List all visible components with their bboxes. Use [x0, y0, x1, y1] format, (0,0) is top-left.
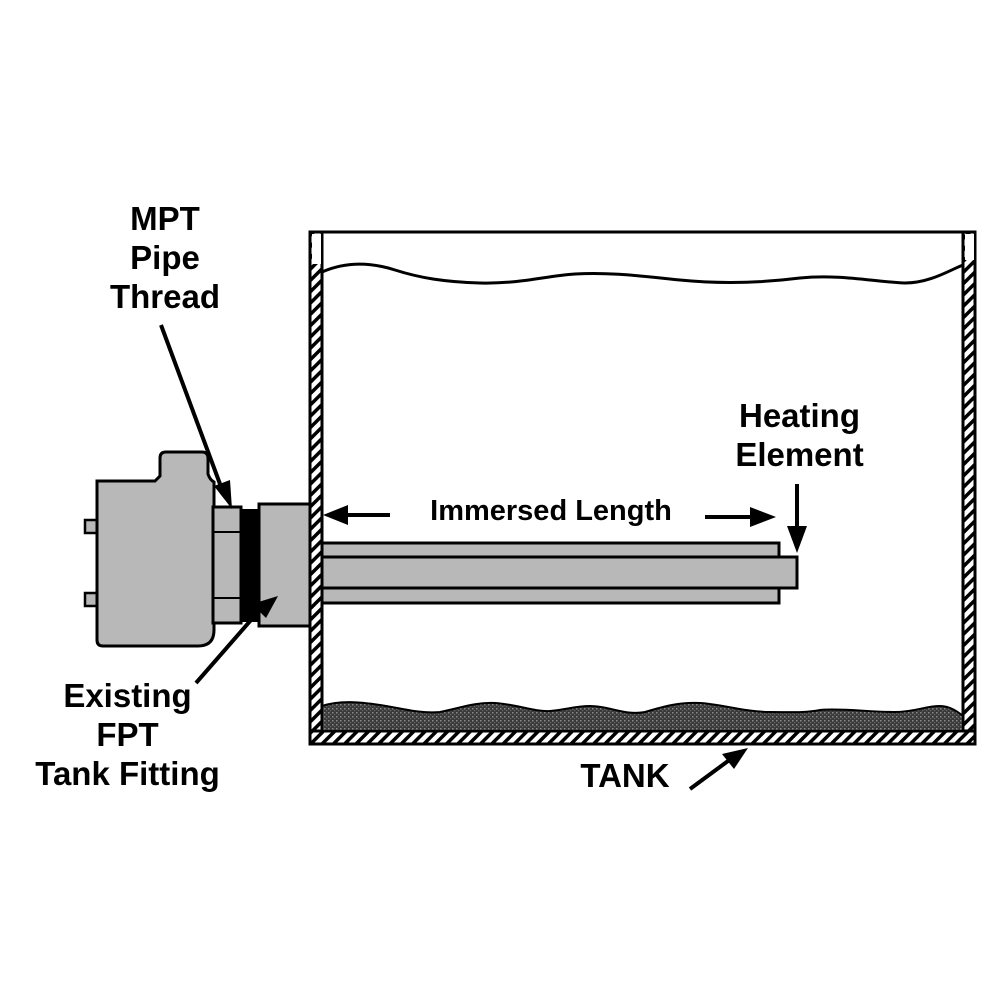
arrow-left-head — [323, 505, 348, 525]
mpt-pointer — [159, 324, 232, 509]
tank-outline — [308, 230, 977, 746]
hex-bushing — [211, 505, 243, 625]
tank-pointer — [688, 748, 748, 791]
tank-right-wall — [961, 230, 977, 746]
immersed-length-text: Immersed Length — [430, 495, 672, 527]
element-tube-middle — [320, 555, 799, 590]
heating-element-pointer — [787, 484, 807, 553]
tank-bottom-wall — [308, 729, 977, 746]
existing-fpt-fitting-label: Existing FPT Tank Fitting — [5, 677, 250, 794]
mpt-line-3: Thread — [109, 277, 221, 315]
existing-line-3: Tank Fitting — [35, 754, 220, 792]
liquid-surface — [321, 262, 964, 285]
heating-element-label: Heating Element — [712, 397, 887, 475]
arrow-right-head — [750, 507, 776, 527]
tank-label: TANK — [565, 757, 685, 796]
mpt-line-2: Pipe — [130, 238, 200, 276]
terminal-enclosure — [95, 450, 216, 648]
existing-line-2: FPT — [96, 715, 159, 753]
fpt-pointer — [194, 596, 278, 685]
mpt-pipe-thread-label: MPT Pipe Thread — [80, 200, 250, 317]
heating-line-1: Heating — [738, 397, 860, 434]
tank-fitting — [257, 502, 312, 628]
heater-head — [83, 450, 312, 648]
tank-text: TANK — [580, 757, 670, 794]
tank-left-wall — [308, 230, 324, 746]
thread-band — [241, 509, 259, 622]
immersed-length-label: Immersed Length — [405, 494, 697, 528]
sediment — [321, 701, 964, 732]
mpt-line-1: MPT — [130, 200, 200, 237]
existing-line-1: Existing — [63, 677, 192, 714]
heating-line-2: Element — [735, 435, 864, 473]
heating-element — [320, 541, 799, 605]
tank — [308, 230, 977, 746]
immersed-length-arrows — [323, 505, 776, 527]
